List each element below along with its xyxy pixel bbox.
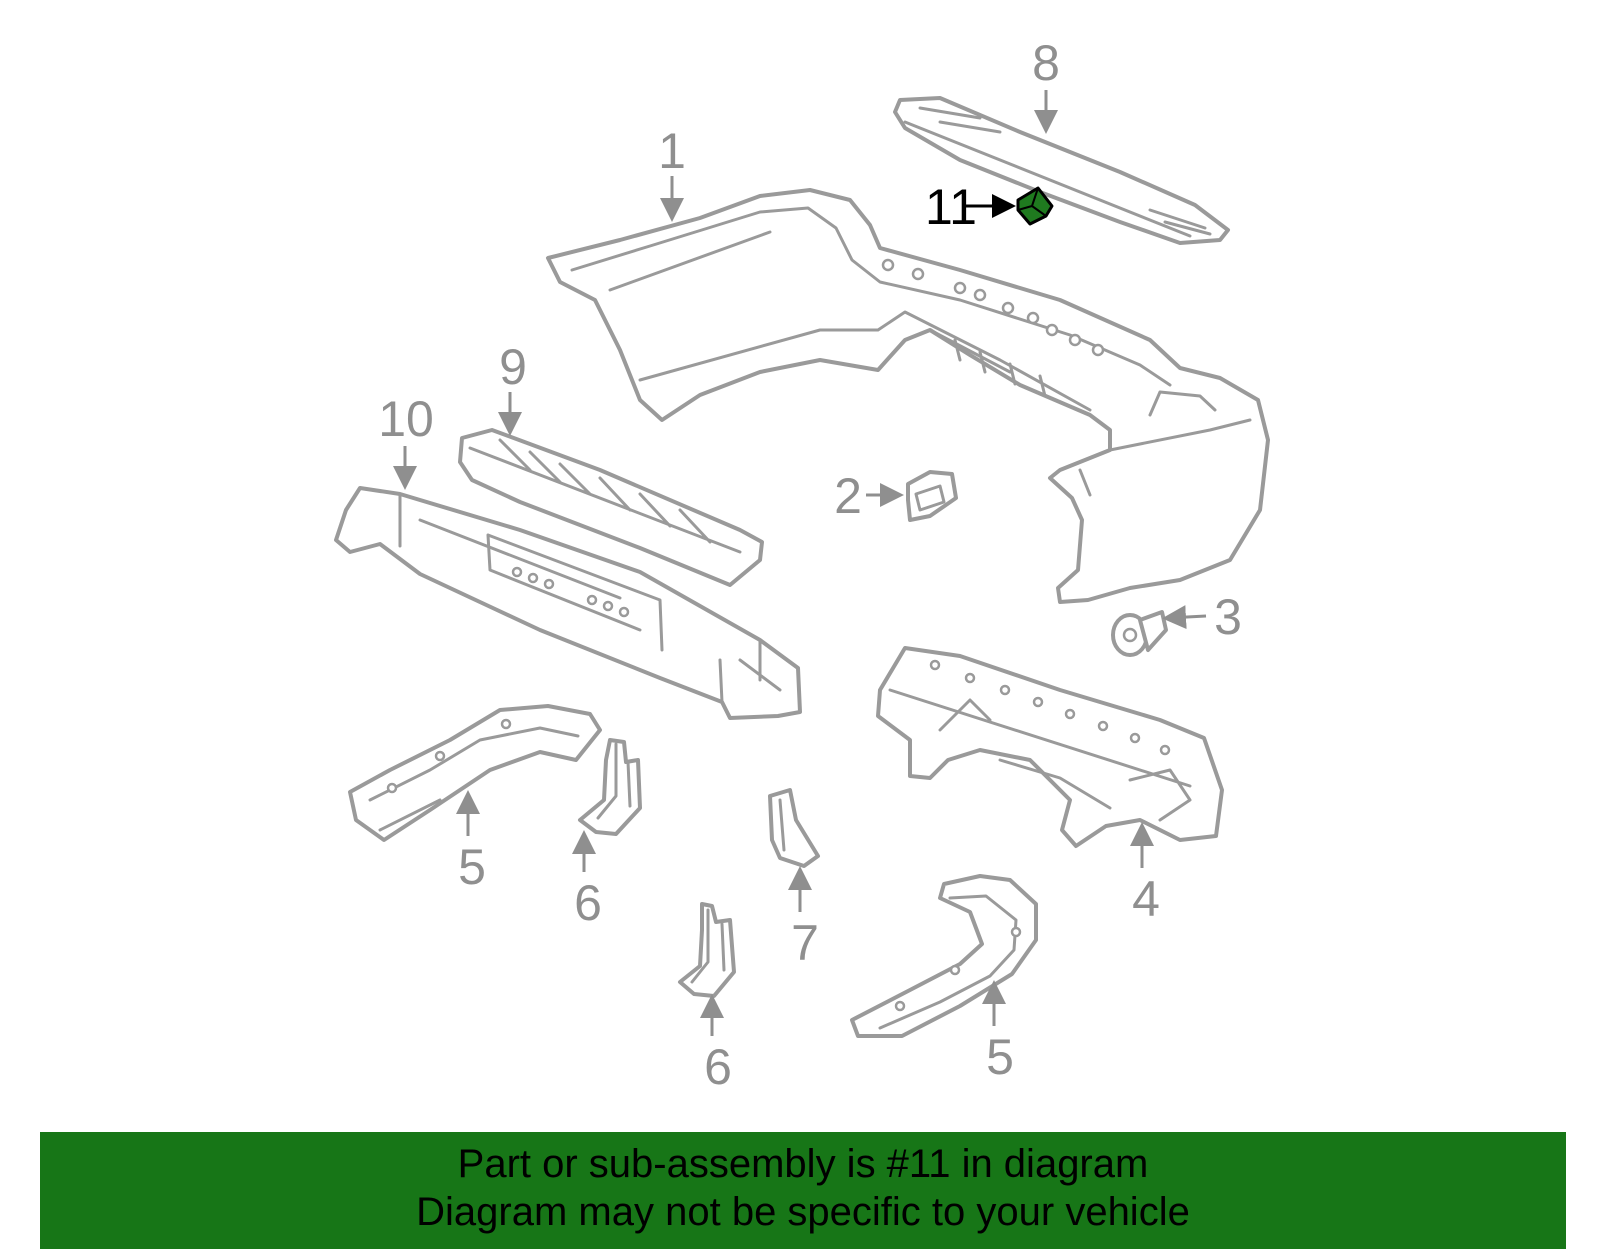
part-11-highlighted[interactable] [1016,186,1054,226]
leader-lines [393,90,1207,1036]
part-3-clip[interactable] [1111,610,1168,657]
callout-5-right: 5 [986,1029,1014,1085]
callout-2: 2 [834,468,862,524]
part-5-left-bracket[interactable] [348,704,602,842]
banner-line-disclaimer: Diagram may not be specific to your vehi… [416,1190,1190,1234]
callout-labels: 1 8 9 10 2 3 4 5 6 7 6 5 11 [378,35,1242,1095]
part-2-bracket[interactable] [906,470,958,522]
info-banner: Part or sub-assembly is #11 in diagram D… [40,1132,1566,1249]
callout-4: 4 [1132,871,1160,927]
banner-line-part: Part or sub-assembly is #11 in diagram [457,1142,1149,1186]
part-4-lower-support[interactable] [876,646,1224,848]
callout-11: 11 [925,179,977,235]
part-6-upper-bracket[interactable] [578,738,642,836]
part-1-bumper-cover[interactable] [546,188,1270,604]
part-5-right-bracket[interactable] [850,874,1038,1038]
callout-3: 3 [1214,589,1242,645]
callout-9: 9 [499,339,527,395]
callout-10: 10 [378,391,434,447]
callout-1: 1 [658,123,686,179]
callout-7: 7 [791,915,819,971]
part-6-lower-bracket[interactable] [678,902,736,998]
callout-8: 8 [1032,35,1060,91]
callout-6-upper: 6 [574,875,602,931]
callout-5-left: 5 [458,839,486,895]
part-10-reinforcement-beam[interactable] [334,486,802,720]
part-7-bracket[interactable] [768,788,820,868]
callout-6-lower: 6 [704,1039,732,1095]
part-8-step-pad[interactable] [893,96,1230,245]
leader-3 [1162,605,1207,630]
part-9-energy-absorber[interactable] [458,428,764,587]
